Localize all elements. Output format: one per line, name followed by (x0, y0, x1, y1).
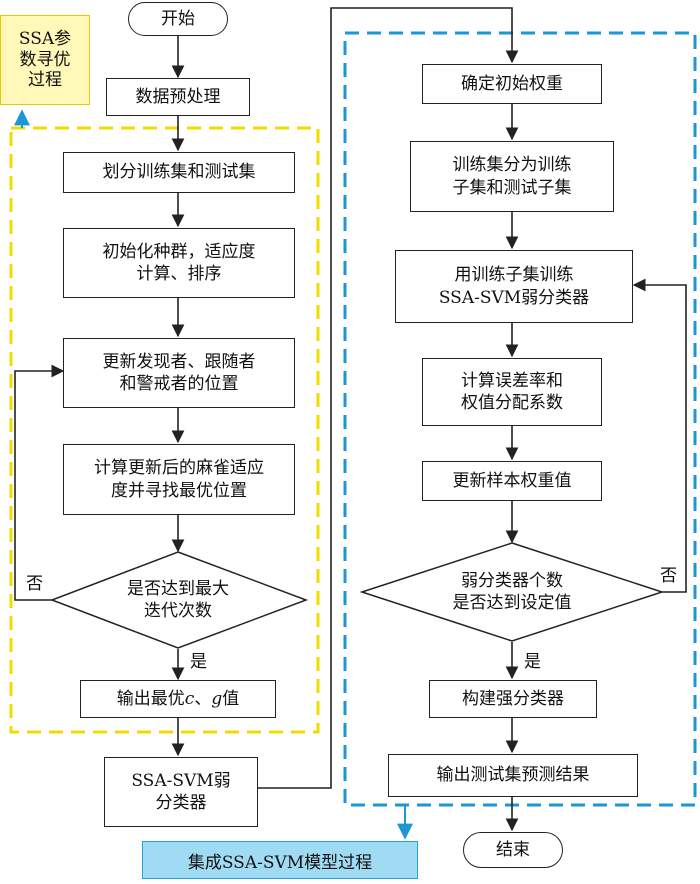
arrow-left-loop-no (14, 364, 65, 601)
output-result-box: 输出测试集预测结果 (388, 754, 638, 797)
init-weight-box: 确定初始权重 (422, 64, 602, 104)
update-weight-box: 更新样本权重值 (422, 461, 602, 501)
ssa-process-note: SSA参 数寻优 过程 (0, 15, 90, 105)
left-decision-text: 是否达到最大 迭代次数 (98, 578, 258, 622)
right-decision-line2: 是否达到设定值 (452, 593, 572, 614)
ssa-note-line1: SSA参 (18, 29, 72, 50)
output-sep: 、 (194, 688, 212, 709)
error-line2: 权值分配系数 (461, 393, 563, 413)
subsplit-line1: 训练集分为训练 (452, 155, 572, 176)
output-result-label: 输出测试集预测结果 (436, 765, 590, 786)
output-suffix: 值 (222, 688, 240, 709)
left-decision-line1: 是否达到最大 (127, 579, 229, 599)
ensemble-region-frame (343, 31, 697, 807)
output-prefix: 输出最优 (116, 688, 185, 709)
ssa-note-line3: 过程 (28, 70, 62, 91)
init-label-line2: 计算、排序 (136, 264, 222, 284)
error-line1: 计算误差率和 (461, 370, 563, 391)
arrow-weak-to-init-weight (258, 7, 519, 789)
preprocess-box: 数据预处理 (106, 78, 250, 116)
right-no-label: 否 (660, 566, 677, 586)
right-yes-label: 是 (524, 652, 541, 672)
left-decision-line2: 迭代次数 (144, 601, 212, 622)
right-decision-text: 弱分类器个数 是否达到设定值 (422, 570, 602, 614)
update-label-line2: 和警戒者的位置 (119, 374, 239, 394)
split-label: 划分训练集和测试集 (102, 162, 256, 183)
right-decision-line1: 弱分类器个数 (461, 571, 563, 591)
error-rate-box: 计算误差率和 权值分配系数 (422, 358, 602, 426)
left-yes-label: 是 (190, 652, 207, 672)
end-label: 结束 (496, 839, 530, 860)
update-weight-label: 更新样本权重值 (452, 470, 572, 491)
subsplit-line2: 子集和测试子集 (452, 177, 572, 198)
train-line1: 用训练子集训练 (454, 265, 574, 286)
ssa-region-frame (9, 126, 320, 734)
ensemble-note-label: 集成SSA-SVM模型过程 (187, 852, 373, 873)
init-label-line1: 初始化种群，适应度 (102, 241, 256, 262)
fitness-box: 计算更新后的麻雀适应 度并寻找最优位置 (63, 444, 295, 515)
arrow-right-loop-no (632, 278, 687, 593)
fitness-label-line1: 计算更新后的麻雀适应 (94, 458, 264, 479)
strong-label: 构建强分类器 (462, 688, 564, 709)
end-terminal: 结束 (463, 832, 563, 868)
subsplit-box: 训练集分为训练 子集和测试子集 (410, 141, 614, 212)
ensemble-process-note: 集成SSA-SVM模型过程 (142, 841, 418, 879)
output-g: g (211, 688, 223, 709)
preprocess-label: 数据预处理 (135, 86, 221, 107)
left-no-label: 否 (26, 574, 43, 594)
start-label: 开始 (161, 8, 195, 29)
weak-label-line2: 分类器 (155, 793, 207, 813)
ssa-note-line2: 数寻优 (19, 49, 71, 70)
init-population-box: 初始化种群，适应度 计算、排序 (63, 228, 295, 298)
output-c: c (184, 688, 195, 709)
init-weight-label: 确定初始权重 (461, 73, 563, 94)
update-label-line1: 更新发现者、跟随者 (102, 351, 256, 372)
update-positions-box: 更新发现者、跟随者 和警戒者的位置 (63, 338, 295, 408)
train-box: 用训练子集训练 SSA-SVM弱分类器 (395, 250, 633, 323)
weak-classifier-box: SSA-SVM弱 分类器 (104, 757, 258, 827)
fitness-label-line2: 度并寻找最优位置 (111, 480, 247, 501)
weak-label-line1: SSA-SVM弱 (131, 770, 231, 791)
train-line2: SSA-SVM弱分类器 (438, 287, 590, 308)
start-terminal: 开始 (128, 2, 228, 36)
strong-classifier-box: 构建强分类器 (429, 680, 597, 718)
split-box: 划分训练集和测试集 (63, 152, 295, 193)
output-params-box: 输出最优c、g值 (80, 680, 276, 718)
right-decision-diamond (359, 542, 665, 642)
output-params-label: 输出最优c、g值 (117, 688, 239, 710)
left-decision-diamond (49, 551, 309, 649)
